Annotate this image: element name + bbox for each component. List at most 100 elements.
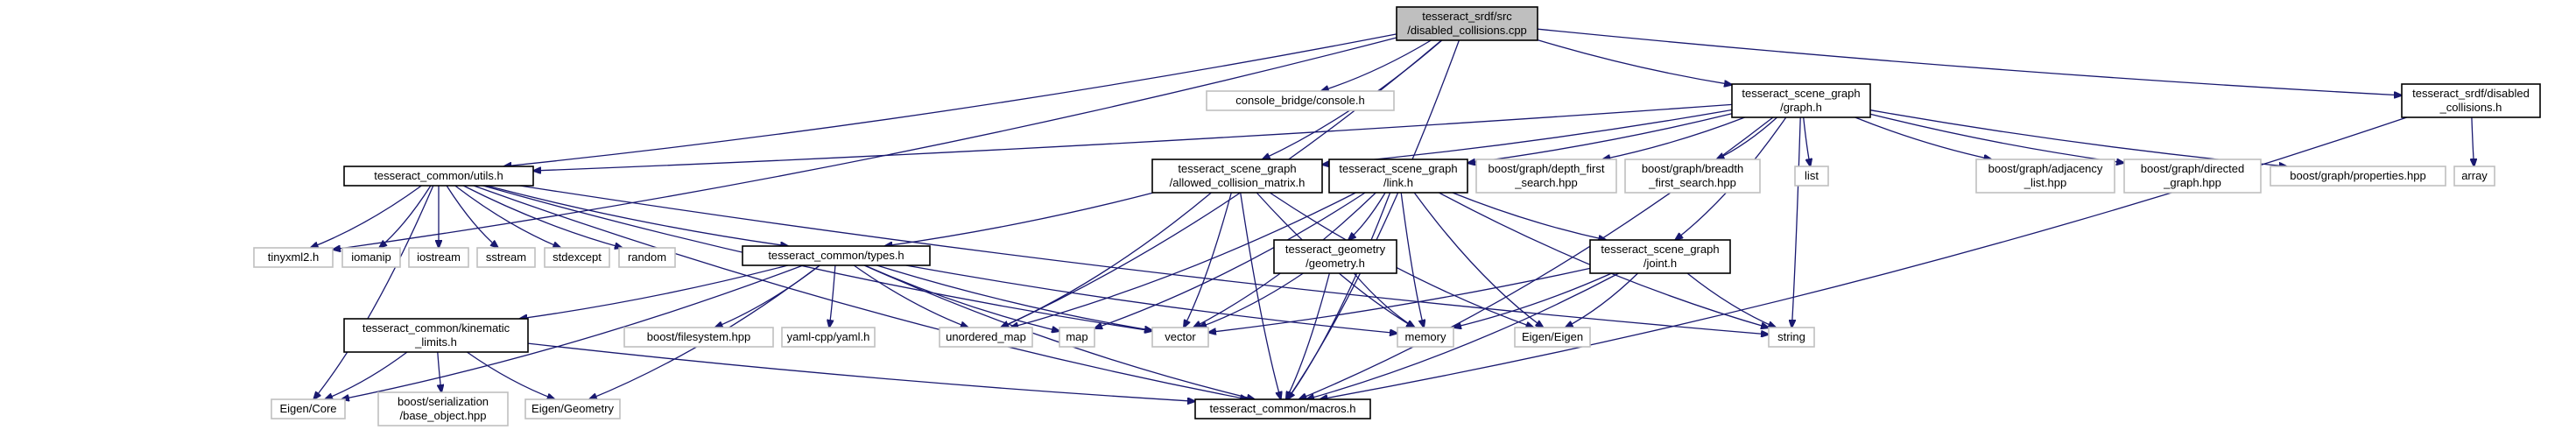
node-sstream: sstream	[476, 247, 536, 268]
edge-layer	[311, 28, 2474, 401]
node-kinematic[interactable]: tesseract_common/kinematic_limits.h	[343, 318, 529, 353]
node-string: string	[1768, 327, 1815, 348]
node-label: Eigen/Geometry	[531, 402, 614, 415]
include-edge-utils-to-stdexcept	[454, 185, 561, 248]
node-iomanip: iomanip	[341, 247, 401, 268]
node-directed: boost/graph/directed_graph.hpp	[2123, 159, 2262, 194]
node-label: Eigen/Core	[279, 402, 336, 415]
node-srdf_dc[interactable]: tesseract_srdf/disabled_collisions.h	[2401, 83, 2541, 118]
node-box	[524, 398, 621, 419]
node-types[interactable]: tesseract_common/types.h	[742, 245, 931, 266]
include-edge-graph_h-to-link	[1467, 113, 1733, 163]
node-box	[781, 327, 876, 348]
include-edge-utils-to-iomanip	[379, 185, 432, 248]
node-box	[2270, 166, 2446, 187]
include-edge-root-to-tinyxml	[333, 37, 1397, 250]
node-box	[623, 327, 774, 348]
node-random: random	[618, 247, 676, 268]
include-edge-joint-to-vector	[1208, 267, 1591, 332]
node-geometry[interactable]: tesseract_geometry/geometry.h	[1273, 239, 1397, 274]
node-eigen: Eigen/Eigen	[1514, 327, 1591, 348]
node-label: boost/graph/breadth	[1642, 162, 1743, 175]
node-box	[2123, 159, 2262, 194]
node-box	[1396, 6, 1538, 41]
include-edge-srdf_dc-to-array	[2472, 116, 2474, 166]
node-utils[interactable]: tesseract_common/utils.h	[343, 166, 534, 187]
node-label: tesseract_scene_graph	[1742, 87, 1860, 100]
node-label: memory	[1405, 330, 1446, 343]
include-edge-root-to-srdf_dc	[1537, 28, 2402, 95]
node-box	[1273, 239, 1397, 274]
node-box	[1975, 159, 2115, 194]
include-edge-kinematic-to-eigengeo	[466, 351, 554, 399]
node-label: vector	[1165, 330, 1196, 343]
include-edge-link-to-umap	[1010, 192, 1356, 328]
node-box	[408, 247, 469, 268]
include-edge-graph_h-to-dfs	[1602, 116, 1745, 159]
node-label: tesseract_scene_graph	[1601, 243, 1719, 256]
node-label: /joint.h	[1643, 257, 1677, 270]
node-label: tesseract_scene_graph	[1178, 162, 1296, 175]
node-console: console_bridge/console.h	[1206, 90, 1395, 111]
node-box	[271, 398, 346, 419]
node-macros[interactable]: tesseract_common/macros.h	[1194, 398, 1371, 419]
include-edge-acm-to-macros	[1240, 192, 1281, 399]
include-edge-utils-to-eigencore	[313, 185, 434, 399]
node-box	[1059, 327, 1095, 348]
include-edge-graph_h-to-list	[1803, 116, 1811, 166]
node-label: boost/graph/depth_first	[1489, 162, 1605, 175]
node-label: boost/graph/properties.hpp	[2290, 169, 2425, 182]
node-label: string	[1777, 330, 1805, 343]
include-edge-acm-to-eigen	[1269, 192, 1533, 328]
node-label: /allowed_collision_matrix.h	[1170, 176, 1306, 189]
include-edge-root-to-utils	[503, 33, 1397, 166]
node-eigencore: Eigen/Core	[271, 398, 346, 419]
include-edge-utils-to-sstream	[446, 185, 498, 248]
node-box	[1514, 327, 1591, 348]
include-edge-acm-to-types	[884, 192, 1154, 246]
node-root[interactable]: tesseract_srdf/src/disabled_collisions.c…	[1396, 6, 1538, 41]
include-edge-root-to-console	[1321, 39, 1432, 91]
node-label: console_bridge/console.h	[1235, 94, 1364, 107]
include-edge-utils-to-macros	[473, 185, 1248, 399]
node-box	[1194, 398, 1371, 419]
node-label: boost/graph/directed	[2141, 162, 2245, 175]
include-edge-kinematic-to-serial	[438, 351, 441, 392]
node-label: boost/graph/adjacency	[1988, 162, 2103, 175]
node-joint[interactable]: tesseract_scene_graph/joint.h	[1589, 239, 1731, 274]
node-box	[1151, 327, 1209, 348]
node-acm[interactable]: tesseract_scene_graph/allowed_collision_…	[1151, 159, 1323, 194]
node-map: map	[1059, 327, 1095, 348]
node-graph_h[interactable]: tesseract_scene_graph/graph.h	[1731, 83, 1871, 118]
include-edge-kinematic-to-macros	[527, 342, 1195, 401]
node-array: array	[2453, 166, 2495, 187]
node-label: /disabled_collisions.cpp	[1407, 24, 1527, 37]
node-label: /link.h	[1383, 176, 1413, 189]
node-vector: vector	[1151, 327, 1209, 348]
node-box	[341, 247, 401, 268]
include-edge-types-to-eigencore	[341, 264, 804, 399]
include-edge-link-to-macros	[1288, 192, 1391, 399]
include-edge-root-to-graph_h	[1537, 39, 1732, 85]
node-label: /graph.h	[1780, 101, 1822, 114]
node-box	[1206, 90, 1395, 111]
include-edge-acm-to-umap	[1001, 192, 1212, 328]
include-edge-joint-to-string	[1686, 272, 1776, 328]
node-label: tesseract_common/kinematic	[362, 321, 510, 335]
node-adj: boost/graph/adjacency_list.hpp	[1975, 159, 2115, 194]
include-edge-acm-to-vector	[1184, 192, 1232, 328]
node-label: array	[2461, 169, 2488, 182]
node-label: map	[1066, 330, 1087, 343]
node-box	[1151, 159, 1323, 194]
include-edge-utils-to-tinyxml	[311, 185, 422, 248]
node-label: tesseract_common/macros.h	[1210, 402, 1356, 415]
node-label: tesseract_srdf/disabled	[2412, 87, 2530, 100]
node-label: iomanip	[351, 250, 391, 264]
node-label: list	[1805, 169, 1819, 182]
node-props: boost/graph/properties.hpp	[2270, 166, 2446, 187]
node-label: yaml-cpp/yaml.h	[787, 330, 870, 343]
include-edge-geometry-to-vector	[1199, 272, 1304, 328]
node-box	[2453, 166, 2495, 187]
node-link[interactable]: tesseract_scene_graph/link.h	[1328, 159, 1468, 194]
node-label: boost/filesystem.hpp	[647, 330, 751, 343]
